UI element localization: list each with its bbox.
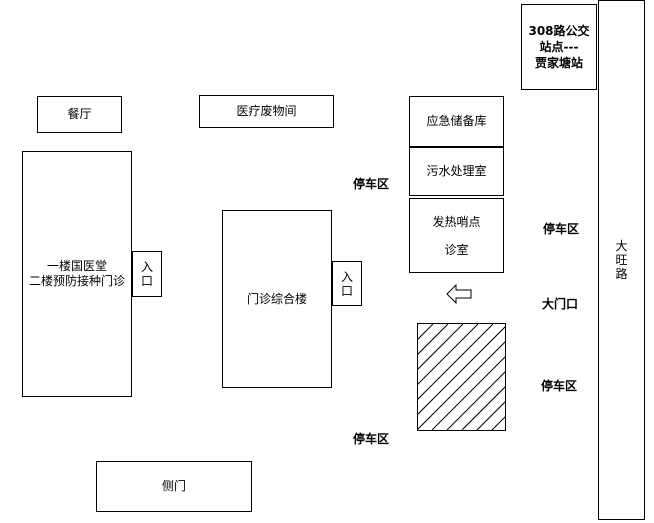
- sewage-treatment-room: 污水处理室: [409, 147, 504, 196]
- main-gate-label: 大门口: [542, 297, 579, 311]
- road-char-3: 路: [615, 267, 628, 281]
- side-gate-label: 侧门: [161, 479, 186, 493]
- left-arrow-icon: [446, 284, 472, 304]
- outpatient-label: 门诊综合楼: [246, 291, 307, 306]
- middle-entrance-char-2: 口: [340, 283, 353, 298]
- dawang-road: 大 旺 路: [598, 0, 645, 520]
- parking-label-top-middle: 停车区: [353, 177, 390, 191]
- guoyitang-label-line2: 二楼预防接种门诊: [28, 274, 125, 288]
- canteen-label: 餐厅: [67, 107, 92, 121]
- middle-entrance-char-1: 入: [340, 269, 353, 284]
- bus-stop: 308路公交 站点--- 贾家塘站: [521, 4, 597, 90]
- left-entrance-char-2: 口: [140, 274, 153, 288]
- parking-label-bottom-middle: 停车区: [353, 432, 390, 446]
- parking-label-right-upper: 停车区: [543, 222, 580, 236]
- road-char-2: 旺: [615, 253, 628, 267]
- bus-stop-label-line2: 站点---: [539, 40, 579, 54]
- hatched-area: [417, 323, 506, 431]
- middle-entrance: 入 口: [332, 261, 362, 306]
- fever-clinic-building: 发热哨点 诊室: [409, 198, 504, 273]
- canteen-building: 餐厅: [37, 96, 122, 133]
- road-char-1: 大: [615, 239, 628, 253]
- fever-clinic-label-line2: 诊室: [444, 242, 469, 257]
- guoyitang-label-line1: 一楼国医堂: [46, 259, 107, 273]
- left-entrance: 入 口: [132, 251, 162, 297]
- parking-label-right-lower: 停车区: [541, 379, 578, 393]
- left-entrance-char-1: 入: [140, 260, 153, 274]
- medical-waste-room: 医疗废物间: [199, 95, 334, 128]
- fever-clinic-label-line1: 发热哨点: [432, 214, 481, 229]
- bus-stop-label-line1: 308路公交: [528, 24, 590, 38]
- bus-stop-label-line3: 贾家塘站: [534, 56, 583, 70]
- side-gate: 侧门: [96, 461, 252, 512]
- guoyitang-building: 一楼国医堂 二楼预防接种门诊: [22, 151, 132, 397]
- sewage-label: 污水处理室: [426, 164, 487, 178]
- emergency-storage-building: 应急储备库: [409, 96, 504, 147]
- outpatient-building: 门诊综合楼: [222, 210, 332, 388]
- medical-waste-label: 医疗废物间: [236, 104, 297, 118]
- emergency-storage-label: 应急储备库: [426, 114, 487, 128]
